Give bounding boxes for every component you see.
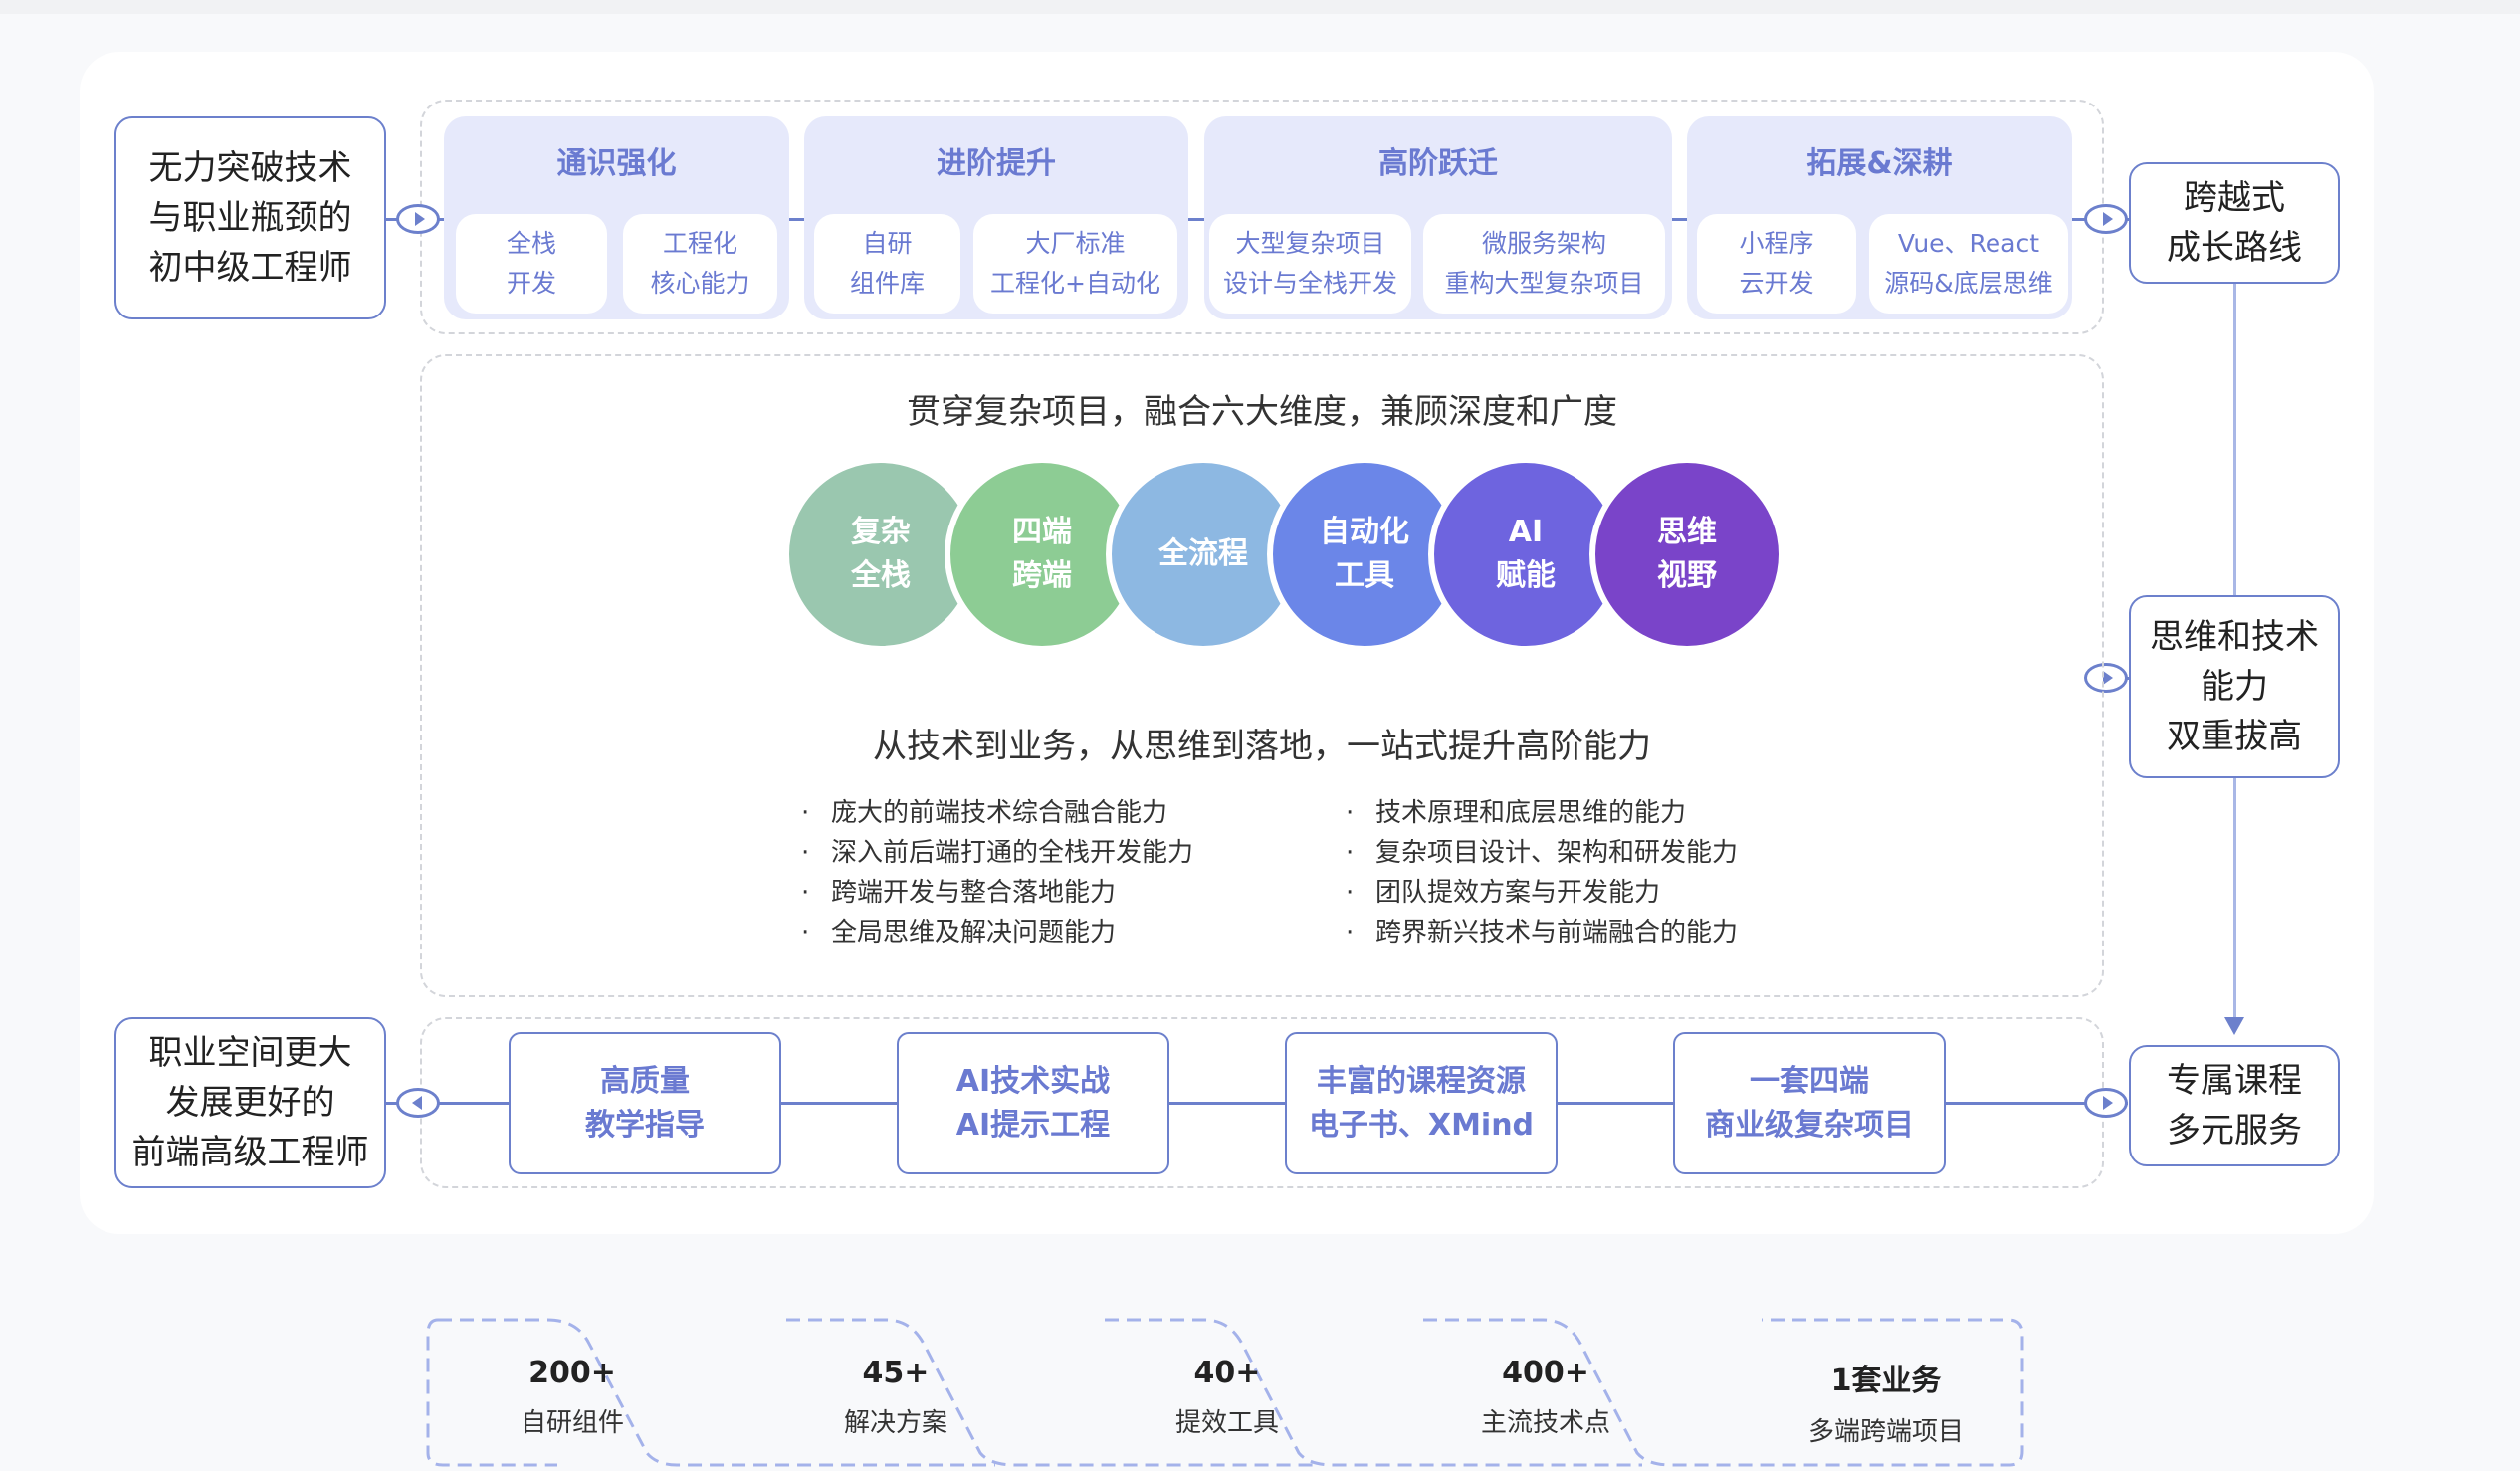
stage-title: 拓展&深耕 [1806,146,1953,181]
abilities-headline: 从技术到业务，从思维到落地，一站式提升高阶能力 [873,727,1651,766]
arrow-down-icon [2224,1017,2244,1035]
start-box: 无力突破技术 与职业瓶颈的 初中级工程师 [114,116,386,319]
stage-title: 进阶提升 [937,146,1056,181]
stage-3: 高阶跃迁 大型复杂项目 设计与全栈开发 微服务架构 重构大型复杂项目 [1204,116,1672,319]
service-box: 高质量 教学指导 [509,1032,781,1174]
dimension-circle: 思维 视野 [1589,457,1785,652]
reverse-node-icon[interactable] [396,1088,440,1118]
end-box: 职业空间更大 发展更好的 前端高级工程师 [114,1017,386,1188]
service-box: 丰富的课程资源 电子书、XMind [1285,1032,1558,1174]
stage-4: 拓展&深耕 小程序 云开发 Vue、React 源码&底层思维 [1687,116,2072,319]
stage-title: 高阶跃迁 [1378,146,1498,181]
dimensions-headline: 贯穿复杂项目，融合六大维度，兼顾深度和广度 [907,392,1617,432]
ability-item: ·庞大的前端技术综合融合能力 [801,798,1168,828]
service-box: 一套四端 商业级复杂项目 [1673,1032,1946,1174]
stat-item: 40+提效工具 [1174,1356,1279,1438]
ability-item: ·技术原理和底层思维的能力 [1346,798,1687,828]
growth-route-box: 跨越式 成长路线 [2129,162,2340,284]
stage-item: 自研 组件库 [814,214,960,314]
stage-item: 小程序 云开发 [1697,214,1856,314]
ability-item: ·跨端开发与整合落地能力 [801,878,1117,908]
flow-line [2233,778,2236,1017]
stage-item: 大厂标准 工程化+自动化 [973,214,1177,314]
stat-item: 45+解决方案 [843,1356,947,1438]
ability-item: ·全局思维及解决问题能力 [801,918,1117,947]
play-node-icon[interactable] [2084,204,2128,234]
dimensions-group [420,354,2104,997]
stage-item: 大型复杂项目 设计与全栈开发 [1209,214,1411,314]
stat-item: 400+主流技术点 [1480,1356,1610,1438]
stage-item: 工程化 核心能力 [623,214,777,314]
stats-outline [426,1318,2024,1467]
abilities-left-list: ·庞大的前端技术综合融合能力 ·深入前后端打通的全栈开发能力 ·跨端开发与整合落… [801,793,1193,952]
play-node-icon[interactable] [396,204,440,234]
ability-item: ·跨界新兴技术与前端融合的能力 [1346,918,1739,947]
stage-item: Vue、React 源码&底层思维 [1869,214,2068,314]
stage-item: 微服务架构 重构大型复杂项目 [1423,214,1665,314]
exclusive-course-box: 专属课程 多元服务 [2129,1045,2340,1166]
flow-line [2233,284,2236,597]
stage-item: 全栈 开发 [456,214,607,314]
services-connector-line [386,1102,2128,1105]
ability-item: ·深入前后端打通的全栈开发能力 [801,838,1194,868]
stage-title: 通识强化 [556,146,677,181]
ability-item: ·复杂项目设计、架构和研发能力 [1346,838,1739,868]
ability-item: ·团队提效方案与开发能力 [1346,878,1661,908]
stat-item: 1套业务多端跨端项目 [1807,1364,1964,1447]
stat-item: 200+自研组件 [520,1356,624,1438]
play-node-icon[interactable] [2084,663,2128,693]
abilities-right-list: ·技术原理和底层思维的能力 ·复杂项目设计、架构和研发能力 ·团队提效方案与开发… [1346,793,1738,952]
dual-boost-box: 思维和技术 能力 双重拔高 [2129,595,2340,778]
play-node-icon[interactable] [2084,1088,2128,1118]
top-bar [0,0,2520,14]
service-box: AI技术实战 AI提示工程 [897,1032,1169,1174]
stage-1: 通识强化 全栈 开发 工程化 核心能力 [444,116,789,319]
stage-2: 进阶提升 自研 组件库 大厂标准 工程化+自动化 [804,116,1188,319]
